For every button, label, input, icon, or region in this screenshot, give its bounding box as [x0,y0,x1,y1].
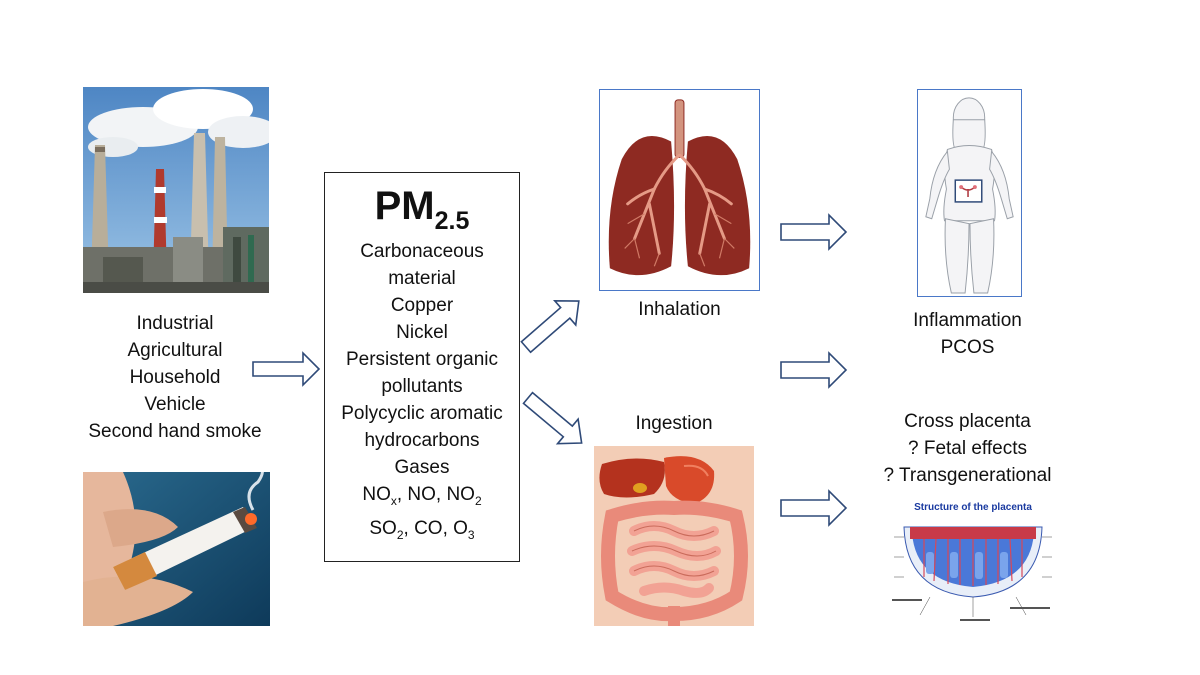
route-ingestion-label: Ingestion [635,413,713,434]
source-second-hand-smoke: Second hand smoke [88,421,262,442]
outcome-cross-placenta: Cross placenta [904,411,1031,432]
outcome-placenta-text: Cross placenta ? Fetal effects ? Transge… [855,408,1080,489]
cigarette-photo [83,472,270,626]
component-line: Nickel [396,322,448,343]
component-line: hydrocarbons [364,430,480,451]
outcome-inflammation: Inflammation [913,310,1022,331]
gases-so2-line: SO2, CO, O3 [369,517,475,542]
component-line: pollutants [381,376,463,397]
source-agricultural: Agricultural [127,340,223,361]
pm25-title: PM2.5 [374,184,470,235]
arrow-down-right-icon [522,391,583,445]
source-household: Household [129,367,221,388]
gases-nox-line: NOx, NO, NO2 [362,484,482,508]
component-line: Gases [394,457,450,478]
outcome-pcos: PCOS [940,337,995,358]
arrow-right-icon [780,489,848,527]
component-line: Polycyclic aromatic [341,403,503,424]
pm25-components: Carbonaceous material Copper Nickel Pers… [325,238,519,549]
placenta-title: Structure of the placenta [914,502,1032,513]
outcome-inflammation-pcos: Inflammation PCOS [880,307,1055,361]
component-line: Copper [390,295,454,316]
component-line: material [388,268,456,289]
source-vehicle: Vehicle [144,394,206,415]
arrow-right-icon [780,351,848,389]
placenta-diagram: Structure of the placenta [890,497,1056,628]
component-line: Persistent organic [345,349,499,370]
factory-photo [83,87,269,293]
source-industrial: Industrial [136,313,214,334]
lungs-illustration [599,89,760,291]
route-inhalation-label: Inhalation [638,299,721,320]
arrow-right-icon [780,213,848,251]
component-line: Carbonaceous [360,241,484,262]
arrow-up-right-icon [520,299,580,354]
outcome-transgenerational: ? Transgenerational [883,465,1052,486]
digestive-system-illustration [594,446,754,626]
outcome-fetal-effects: ? Fetal effects [908,438,1027,459]
sources-list: Industrial Agricultural Household Vehicl… [70,310,280,445]
body-outline-illustration [917,89,1022,297]
pm25-box: PM2.5 Carbonaceous material Copper Nicke… [324,172,520,562]
